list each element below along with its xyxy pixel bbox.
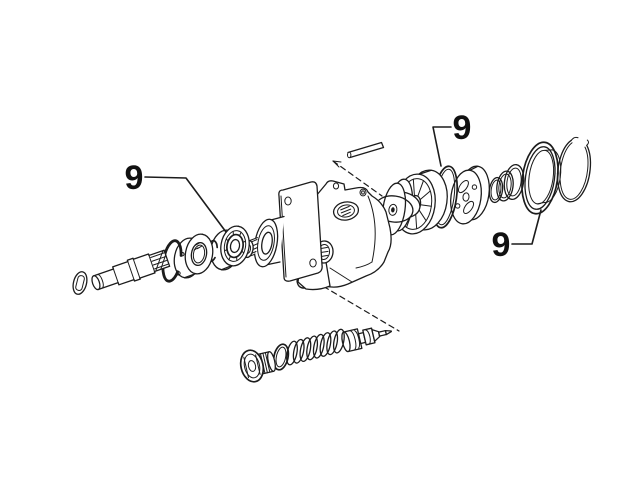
end-plate xyxy=(450,165,490,225)
dowel-alignment-dashed-line xyxy=(332,160,383,197)
pump-neck xyxy=(253,215,285,268)
o-ring-medium xyxy=(496,170,514,202)
cover-seal-ring xyxy=(521,141,562,215)
dowel-pin xyxy=(347,141,385,159)
mounting-flange xyxy=(278,181,323,282)
callout-1-leader xyxy=(144,176,227,233)
callout-3-part-number[interactable]: 9 xyxy=(492,226,511,264)
callout-1: 9 xyxy=(125,159,227,233)
valve-spring xyxy=(286,328,345,366)
callout-3: 9 xyxy=(492,209,542,264)
callout-1-part-number[interactable]: 9 xyxy=(125,159,144,197)
callout-2-leader xyxy=(432,126,452,167)
flow-control-spool xyxy=(341,327,393,353)
callout-2-part-number[interactable]: 9 xyxy=(453,109,472,147)
wire-snap-ring xyxy=(556,136,592,203)
o-ring-small xyxy=(488,176,504,204)
woodruff-key xyxy=(72,271,88,295)
valve-washer xyxy=(272,343,290,371)
callout-3-leader xyxy=(511,209,542,245)
drive-shaft xyxy=(91,249,171,291)
ball-bearing xyxy=(210,225,250,271)
callout-2: 9 xyxy=(432,109,472,167)
valve-plug xyxy=(239,349,276,383)
o-ring-large xyxy=(503,163,525,201)
